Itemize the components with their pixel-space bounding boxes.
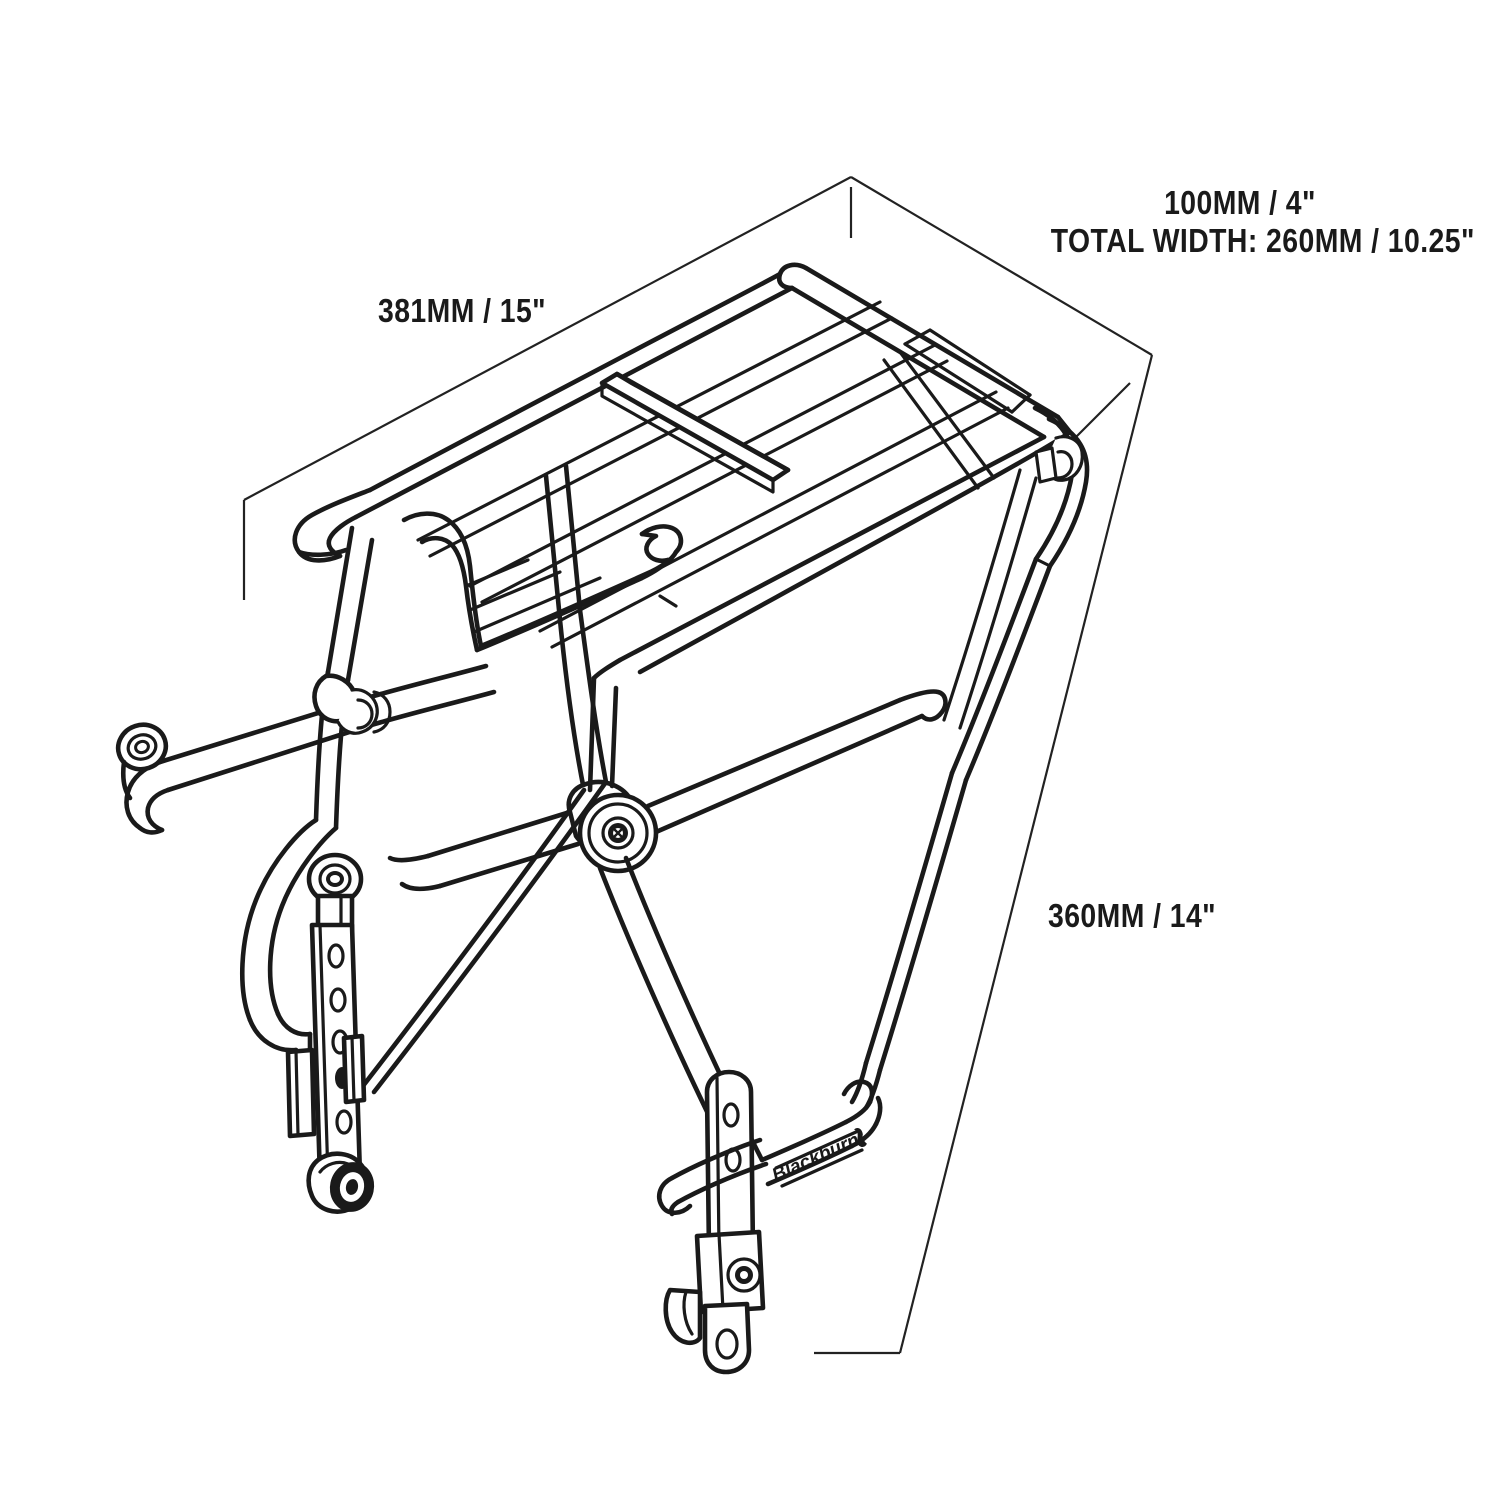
left-diagonal-stay [349, 779, 609, 1103]
left-long-rail [658, 594, 678, 608]
rear-corner-clamp [1034, 435, 1084, 484]
dimension-label-total-width: TOTAL WIDTH: 260MM / 10.25" [1050, 221, 1475, 259]
left-arm-clamp [312, 673, 392, 735]
front-left-hoop [296, 547, 349, 558]
rear-brace [882, 328, 1032, 490]
deck-to-pivot-stay [587, 675, 619, 793]
dimension-label-height: 360MM / 14" [1048, 897, 1217, 934]
deck-cross-member [599, 371, 791, 494]
center-pivot-hub [387, 689, 948, 892]
left-rear-leg [543, 463, 609, 793]
right-main-stay [849, 770, 969, 1111]
left-adjust-strut [285, 852, 375, 1214]
blackburn-logo-stay: Blackburn [759, 1079, 883, 1188]
dimension-label-depth: 100MM / 4" [1164, 184, 1316, 221]
dimension-label-length: 381MM / 15" [378, 292, 547, 329]
rack-assembly: Blackburn [115, 262, 1090, 1375]
rear-right-vertical-stay [942, 468, 1038, 730]
dimension-bounding-box [242, 176, 1154, 1355]
right-mount-bracket [657, 1069, 769, 1375]
left-horizontal-arm [115, 663, 497, 835]
left-lower-hoop [239, 817, 339, 1065]
dimension-label-width-group: 100MM / 4" TOTAL WIDTH: 260MM / 10.25" [1050, 184, 1475, 259]
